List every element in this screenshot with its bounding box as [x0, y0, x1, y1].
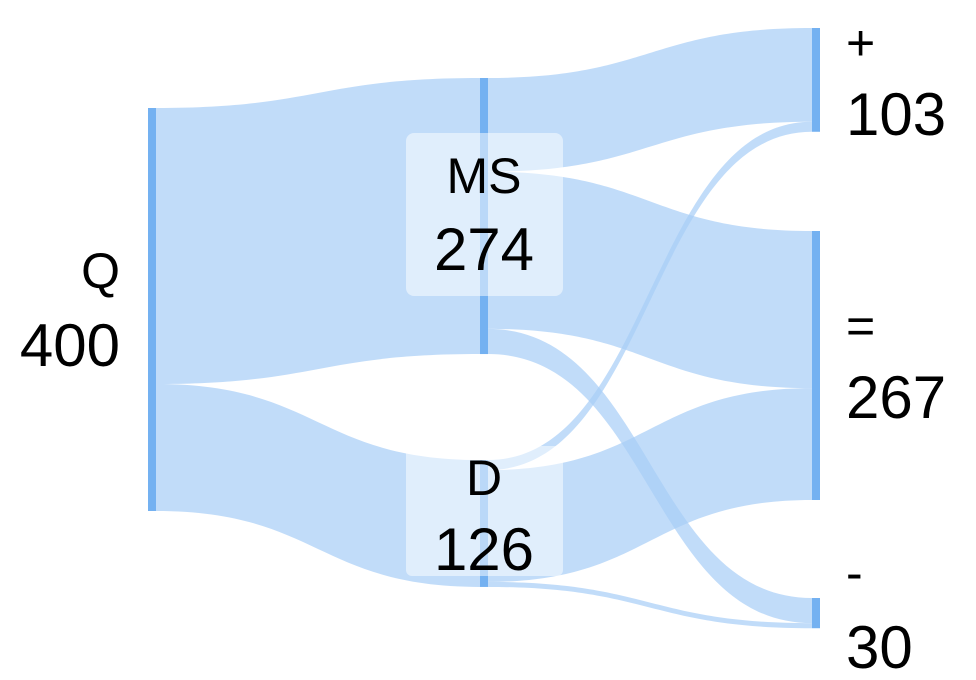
- node-bar-equal[interactable]: [812, 231, 820, 501]
- node-d[interactable]: D 126: [406, 446, 563, 583]
- node-ms-name: MS: [447, 148, 522, 204]
- link-d-equal[interactable]: [488, 388, 812, 582]
- node-q[interactable]: Q 400: [20, 243, 120, 379]
- node-plus-value: 103: [846, 81, 946, 148]
- link-ms-equal[interactable]: [488, 171, 812, 389]
- node-equal-name: =: [846, 298, 875, 354]
- link-d-plus[interactable]: [488, 121, 812, 471]
- node-equal[interactable]: = 267: [846, 298, 946, 431]
- link-d-minus[interactable]: [488, 581, 812, 629]
- node-ms-value: 274: [434, 216, 534, 283]
- link-q-d[interactable]: [156, 384, 480, 587]
- node-equal-value: 267: [846, 364, 946, 431]
- node-ms[interactable]: MS 274: [406, 133, 563, 296]
- node-minus-name: -: [846, 545, 863, 601]
- sankey-links: [156, 28, 812, 629]
- node-d-value: 126: [434, 516, 534, 583]
- link-q-ms[interactable]: [156, 78, 480, 385]
- node-minus-value: 30: [846, 614, 913, 680]
- node-q-value: 400: [20, 312, 120, 379]
- node-minus[interactable]: - 30: [846, 545, 913, 680]
- link-ms-plus[interactable]: [488, 28, 812, 172]
- node-d-name: D: [466, 450, 502, 506]
- node-ms-label-bg: [406, 133, 563, 296]
- node-plus-name: +: [846, 15, 875, 71]
- node-bar-q[interactable]: [148, 108, 156, 511]
- node-q-name: Q: [81, 243, 120, 299]
- node-plus[interactable]: + 103: [846, 15, 946, 148]
- node-bar-plus[interactable]: [812, 28, 820, 132]
- node-d-label-bg: [406, 446, 563, 576]
- node-bar-minus[interactable]: [812, 598, 820, 629]
